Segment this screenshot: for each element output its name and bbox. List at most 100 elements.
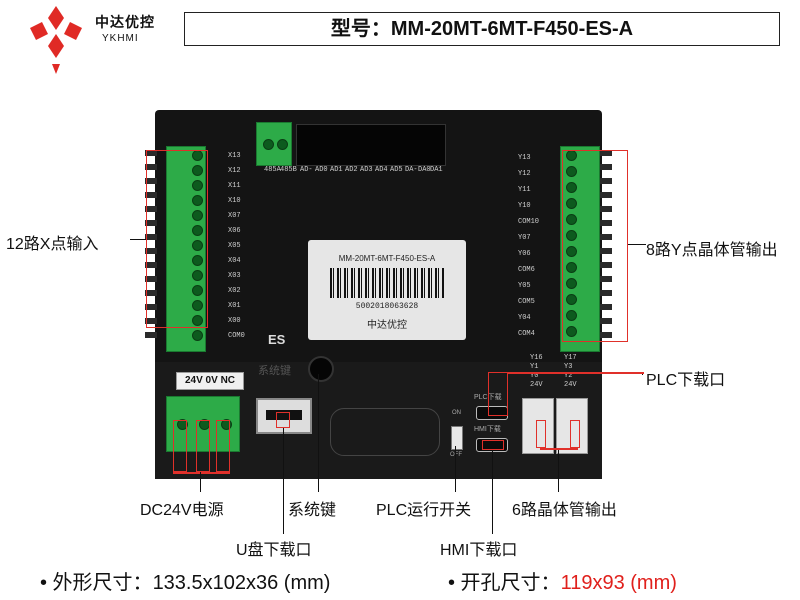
leader-dc24v bbox=[200, 472, 202, 492]
analog-pin-labels: 485A 485B AD- AD0 AD1 AD2 AD3 AD4 AD5 DA… bbox=[260, 166, 443, 190]
lower-y-labels-right: Y17 Y3 Y2 24V bbox=[564, 354, 580, 394]
pin-label: X06 bbox=[228, 227, 241, 235]
footer-dimensions: • 外形尺寸：133.5x102x36 (mm) bbox=[40, 566, 330, 595]
leader-transistor bbox=[558, 450, 560, 492]
pin-label: Y10 bbox=[518, 202, 531, 210]
pin-label: COM6 bbox=[518, 266, 535, 274]
callout-system-key: 系统键 bbox=[288, 502, 337, 519]
system-key-label-print: 系统键 bbox=[258, 365, 291, 377]
footer-cutout: • 开孔尺寸：119x93 (mm) bbox=[448, 566, 677, 595]
pin-label: X10 bbox=[228, 197, 241, 205]
pin-label: COM4 bbox=[518, 330, 535, 338]
pin-label: Y12 bbox=[518, 170, 531, 178]
pin-label: X01 bbox=[228, 302, 241, 310]
transistor-connector-right bbox=[556, 398, 588, 454]
highlight-transistor-right bbox=[570, 420, 580, 448]
dim-value: 133.5x102x36 (mm) bbox=[152, 572, 331, 594]
pin-label: AD4 bbox=[375, 166, 388, 174]
pin-label: X04 bbox=[228, 257, 241, 265]
power-terminal bbox=[166, 396, 240, 452]
pin-label: X12 bbox=[228, 167, 241, 175]
pin-label: 485B bbox=[280, 166, 297, 174]
highlight-usb bbox=[276, 412, 290, 428]
pin-label: 24V bbox=[530, 381, 543, 389]
pin-label: Y16 bbox=[530, 354, 543, 362]
pin-label: X05 bbox=[228, 242, 241, 250]
callout-y-output: 8路Y点晶体管输出 bbox=[646, 242, 778, 259]
pin-label: AD2 bbox=[345, 166, 358, 174]
pin-label: DA1 bbox=[430, 166, 443, 174]
callout-plc-run-switch: PLC运行开关 bbox=[376, 502, 472, 519]
leader-x-input bbox=[130, 239, 146, 241]
callout-x-input: 12路X点输入 bbox=[6, 236, 99, 253]
highlight-transistor-base bbox=[540, 448, 578, 450]
brand-logo bbox=[30, 6, 82, 74]
hmi-port-label: HMI下载 bbox=[474, 426, 501, 433]
highlight-hmi-port bbox=[482, 440, 504, 450]
pin-label: X00 bbox=[228, 317, 241, 325]
cut-label: • 开孔尺寸： bbox=[448, 572, 561, 594]
dim-label: • 外形尺寸： bbox=[40, 572, 153, 594]
sticker-brand: 中达优控 bbox=[367, 320, 407, 331]
pin-label: Y13 bbox=[518, 154, 531, 162]
transistor-connector-left bbox=[522, 398, 554, 454]
highlight-power-3 bbox=[216, 420, 230, 472]
pin-label: AD5 bbox=[390, 166, 403, 174]
pin-label: COM0 bbox=[228, 332, 245, 340]
highlight-x-input bbox=[146, 150, 208, 328]
callout-plc-download: PLC下载口 bbox=[646, 372, 726, 389]
pin-label: AD0 bbox=[315, 166, 328, 174]
pin-label: Y07 bbox=[518, 234, 531, 242]
highlight-power bbox=[173, 420, 187, 472]
pin-label: X02 bbox=[228, 287, 241, 295]
pin-label: Y11 bbox=[518, 186, 531, 194]
device-fins-left bbox=[145, 150, 157, 350]
highlight-plc-port bbox=[488, 372, 508, 416]
x-input-screws bbox=[192, 150, 203, 350]
brand-name-en: YKHMI bbox=[102, 33, 139, 44]
callout-usb-download: U盘下载口 bbox=[236, 542, 312, 559]
pin-label: Y1 bbox=[530, 363, 539, 371]
switch-on-label: ON bbox=[452, 410, 461, 416]
pin-label: X03 bbox=[228, 272, 241, 280]
pin-label: COM5 bbox=[518, 298, 535, 306]
leader-system-key bbox=[318, 374, 320, 492]
highlight-y-output bbox=[562, 150, 628, 342]
pin-label: X11 bbox=[228, 182, 241, 190]
pin-label: 485A bbox=[264, 166, 281, 174]
callout-dc24v: DC24V电源 bbox=[140, 502, 224, 519]
pin-label: COM10 bbox=[518, 218, 540, 226]
pin-label: X07 bbox=[228, 212, 241, 220]
run-switch[interactable] bbox=[451, 426, 463, 450]
sticker-model: MM-20MT-6MT-F450-ES-A bbox=[338, 254, 436, 263]
pin-label: Y04 bbox=[518, 314, 531, 322]
leader-y-output bbox=[628, 244, 646, 246]
es-label: ES bbox=[268, 332, 286, 347]
model-title: 型号：MM-20MT-6MT-F450-ES-A bbox=[184, 12, 780, 46]
cut-value: 119x93 (mm) bbox=[560, 572, 677, 594]
product-sticker: MM-20MT-6MT-F450-ES-A 5002018063628 中达优控 bbox=[308, 240, 466, 340]
pin-label: Y06 bbox=[518, 250, 531, 258]
pin-label: DA0 bbox=[418, 166, 431, 174]
leader-usb bbox=[283, 428, 285, 534]
pin-label: DA- bbox=[405, 166, 418, 174]
leader-hmi bbox=[492, 450, 494, 534]
db-connector-slot bbox=[330, 408, 440, 456]
system-key-button[interactable] bbox=[308, 356, 334, 382]
highlight-power-bottom bbox=[173, 472, 230, 474]
highlight-plc-port-line bbox=[508, 372, 644, 374]
power-label: 24V 0V NC bbox=[184, 375, 236, 386]
brand-name-cn: 中达优控 bbox=[95, 14, 155, 30]
pin-label: X13 bbox=[228, 152, 241, 160]
highlight-power-2 bbox=[196, 420, 210, 472]
sticker-serial: 5002018063628 bbox=[355, 302, 419, 311]
lower-y-labels-left: Y16 Y1 Y0 24V bbox=[530, 354, 546, 394]
x-input-labels: X13 X12 X11 X10 X07 X06 X05 X04 X03 X02 … bbox=[228, 150, 258, 350]
callout-hmi-download: HMI下载口 bbox=[440, 542, 518, 559]
leader-plc-switch bbox=[455, 446, 457, 492]
y-output-screws bbox=[566, 150, 577, 350]
pin-label: 24V bbox=[564, 381, 577, 389]
pin-label: Y0 bbox=[530, 372, 539, 380]
analog-connector-slot bbox=[296, 124, 446, 166]
plc-port-label: PLC下载 bbox=[474, 394, 502, 401]
